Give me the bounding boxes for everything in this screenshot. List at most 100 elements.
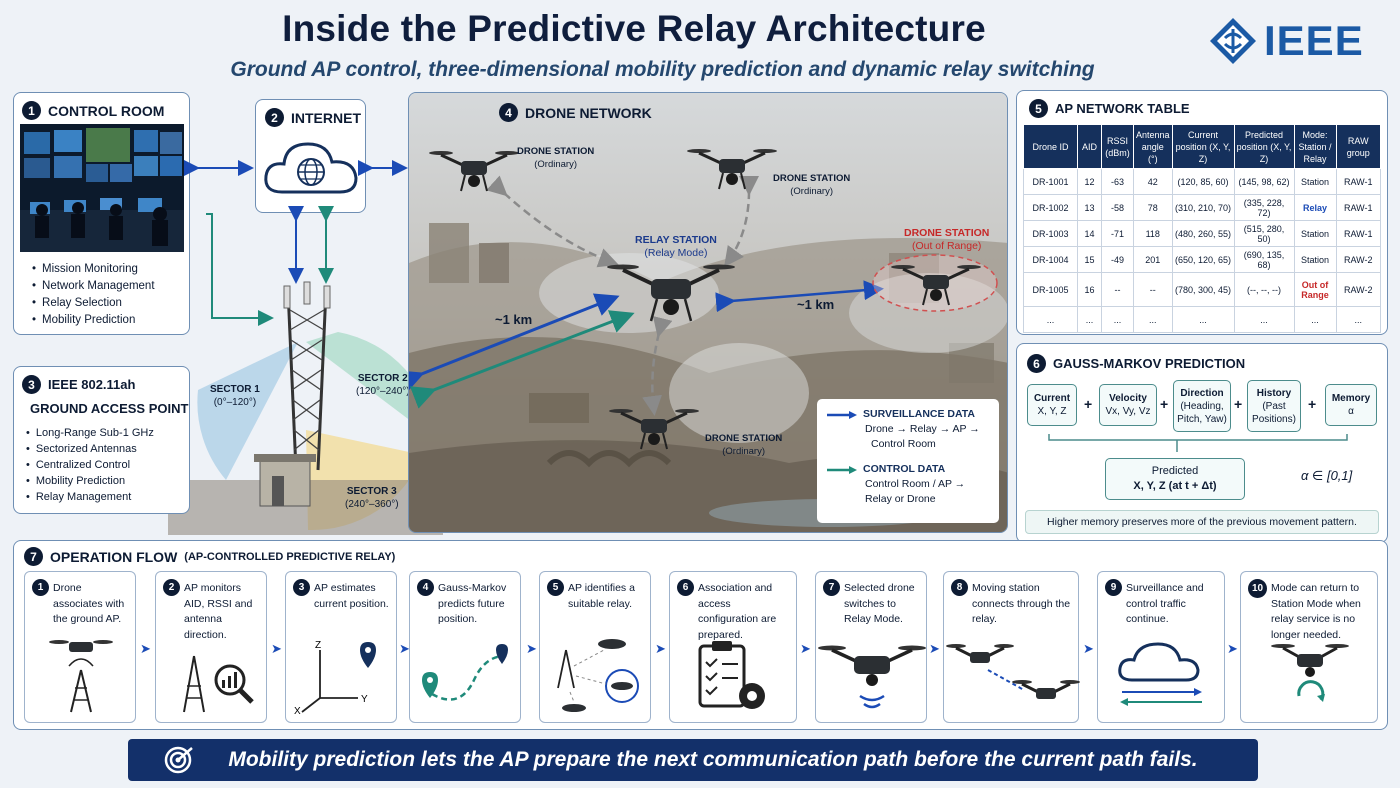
section-number: 6	[1027, 354, 1046, 373]
return-station-icon	[1271, 644, 1349, 702]
ap-table-header: 5 AP NETWORK TABLE	[1029, 99, 1381, 118]
ground-ap-list: Long-Range Sub-1 GHz Sectorized Antennas…	[26, 425, 154, 505]
section-number: 4	[499, 103, 518, 122]
gauss-markov-title: GAUSS-MARKOV PREDICTION	[1053, 356, 1246, 371]
gauss-markov-header: 6 GAUSS-MARKOV PREDICTION	[1027, 354, 1245, 373]
flow-arrow-icon: ➤	[526, 641, 537, 656]
link-ordinary-1	[486, 175, 619, 268]
column-header: Mode: Station / Relay	[1293, 124, 1337, 169]
section-number: 5	[1029, 99, 1048, 118]
flow-arrow-icon: ➤	[1083, 641, 1094, 656]
control-room-header: 1 CONTROL ROOM	[22, 101, 164, 120]
section-number: 7	[24, 547, 43, 566]
control-legend-item: CONTROL DATA	[827, 462, 989, 477]
station-label-ordinary-1: DRONE STATION (Ordinary)	[517, 146, 595, 170]
flow-step-2: 2 AP monitors AID, RSSI and antenna dire…	[155, 571, 267, 723]
station-label-out-of-range: DRONE STATION (Out of Range)	[904, 227, 990, 252]
table-header-row: Drone ID AID RSSI (dBm) Antenna angle (°…	[1023, 124, 1382, 169]
relay-outrange-link	[715, 280, 884, 313]
distance-label-left: ~1 km	[495, 312, 533, 327]
sector-2-shape	[306, 332, 436, 440]
surveillance-link	[409, 293, 620, 393]
section-number: 3	[22, 375, 41, 394]
flow-step-7: 7 Selected drone switches to Relay Mode.	[815, 571, 927, 723]
control-room-list: Mission Monitoring Network Management Re…	[32, 261, 155, 329]
flow-step-8: 8 Moving station connects through the re…	[943, 571, 1080, 723]
cloud-traffic-icon	[1118, 642, 1202, 706]
relay-mode-drone-icon	[818, 645, 926, 709]
column-header: Predicted position (X, Y, Z)	[1233, 124, 1295, 169]
control-room-panel: 1 CONTROL ROOM Mission Monitoring Networ…	[13, 92, 190, 335]
flow-step-6: 6 Association and access configuration a…	[669, 571, 797, 723]
xyz-axes-icon: Z Y X	[294, 640, 376, 716]
sector-1-label: SECTOR 1 (0°–120°)	[210, 384, 260, 408]
relay-drone-icon	[607, 264, 735, 322]
flow-arrow-icon: ➤	[929, 641, 940, 656]
page-subtitle: Ground AP control, three-dimensional mob…	[230, 58, 1095, 81]
drone-network-panel: 4 DRONE NETWORK	[408, 92, 1008, 533]
flow-arrow-icon: ➤	[800, 641, 811, 656]
ap-network-table: Drone ID AID RSSI (dBm) Antenna angle (°…	[1023, 124, 1382, 333]
operation-flow-title: OPERATION FLOW	[50, 548, 178, 565]
gm-input-memory: Memory α	[1325, 384, 1377, 426]
flow-arrow-icon: ➤	[655, 641, 666, 656]
target-icon	[164, 746, 193, 774]
gm-input-direction: Direction (Heading, Pitch, Yaw)	[1173, 380, 1231, 432]
link-ordinary-3	[642, 316, 673, 416]
clipboard-gear-icon	[698, 641, 765, 709]
flow-step-4: 4 Gauss-Markov predicts future position.	[409, 571, 521, 723]
page-title: Inside the Predictive Relay Architecture	[282, 8, 986, 49]
table-row: ...... ...... ...... ......	[1023, 306, 1382, 333]
ground-ap-title-2: GROUND ACCESS POINT	[30, 401, 189, 416]
ground-ap-tower-scene	[168, 281, 443, 535]
drone-network-title: DRONE NETWORK	[525, 104, 652, 121]
list-item: Network Management	[32, 278, 155, 295]
column-header: AID	[1077, 124, 1102, 169]
gm-input-current: Current X, Y, Z	[1027, 384, 1077, 426]
gm-input-velocity: Velocity Vx, Vy, Vz	[1099, 384, 1157, 426]
list-item: Mission Monitoring	[32, 261, 155, 278]
list-item: Sectorized Antennas	[26, 441, 154, 457]
ieee-diamond-icon	[1210, 18, 1256, 64]
sector-1-shape	[197, 342, 298, 480]
list-item: Centralized Control	[26, 457, 154, 473]
station-label-relay: RELAY STATION (Relay Mode)	[635, 234, 717, 259]
drone-to-drone-icon	[946, 644, 1080, 699]
column-header: Drone ID	[1023, 124, 1078, 169]
ground-ap-title-1: IEEE 802.11ah	[48, 377, 136, 392]
data-flow-legend: SURVEILLANCE DATA Drone → Relay → AP → C…	[817, 399, 999, 523]
plus-icon: +	[1234, 396, 1243, 412]
operation-flow-header: 7 OPERATION FLOW (AP-CONTROLLED PREDICTI…	[24, 547, 395, 566]
internet-title: INTERNET	[291, 109, 361, 126]
distance-label-right: ~1 km	[797, 297, 835, 312]
plus-icon: +	[1308, 396, 1317, 412]
drone-icon	[609, 409, 699, 450]
list-item: Long-Range Sub-1 GHz	[26, 425, 154, 441]
alpha-range: α ∈ [0,1]	[1301, 468, 1353, 483]
list-item: Relay Selection	[32, 295, 155, 312]
flow-step-10: 10 Mode can return to Station Mode when …	[1240, 571, 1378, 723]
internet-header: 2 INTERNET	[265, 108, 361, 127]
blue-arrow-icon	[827, 410, 857, 419]
gauss-markov-panel: 6 GAUSS-MARKOV PREDICTION Current X, Y, …	[1016, 343, 1388, 543]
list-item: Mobility Prediction	[32, 312, 155, 329]
tower-magnifier-icon	[183, 655, 254, 713]
column-header: RSSI (dBm)	[1101, 124, 1134, 169]
column-header: Antenna angle (°)	[1133, 124, 1173, 169]
flow-step-1: 1 Drone associates with the ground AP.	[24, 571, 136, 723]
control-link	[409, 310, 635, 409]
prediction-path-icon	[422, 644, 508, 701]
bottom-banner: Mobility prediction lets the AP prepare …	[128, 739, 1258, 781]
surveillance-legend-item: SURVEILLANCE DATA	[827, 407, 989, 422]
y-axis-label: Y	[361, 694, 368, 705]
drone-icon	[429, 151, 519, 192]
list-item: Mobility Prediction	[26, 473, 154, 489]
internet-panel: 2 INTERNET	[255, 99, 366, 213]
section-number: 2	[265, 108, 284, 127]
sector-3-label: SECTOR 3 (240°–360°)	[345, 486, 399, 510]
z-axis-label: Z	[315, 640, 321, 651]
x-axis-label: X	[294, 706, 301, 716]
flow-step-3: 3 AP estimates current position. Z Y X	[285, 571, 397, 723]
ground-ap-panel: 3 IEEE 802.11ah GROUND ACCESS POINT Long…	[13, 366, 190, 514]
